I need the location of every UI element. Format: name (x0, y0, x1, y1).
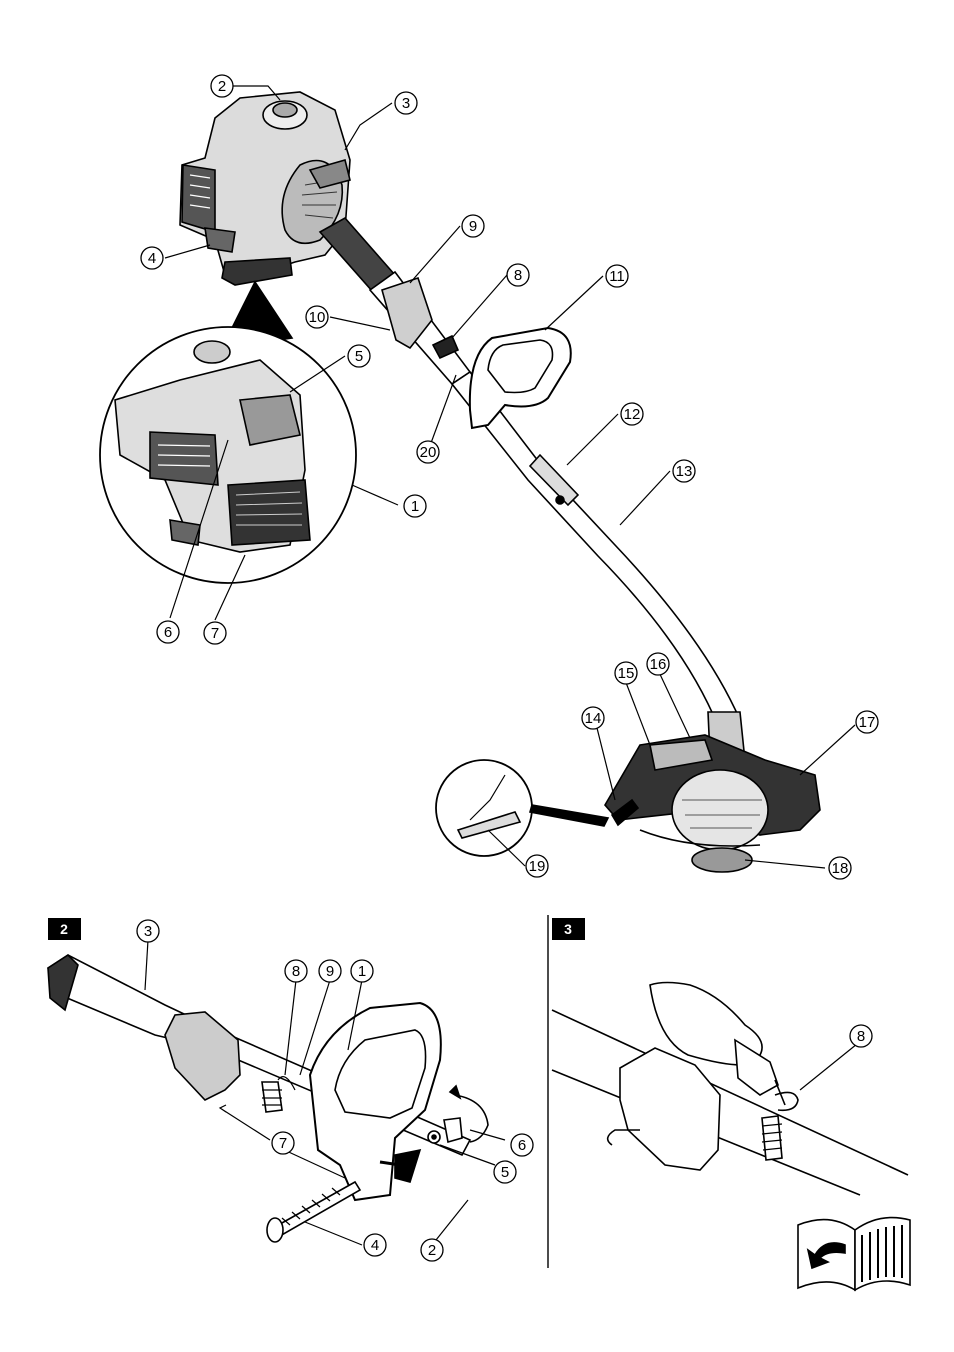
panel-3-label: 3 (564, 921, 572, 937)
trimmer-head (605, 712, 820, 872)
figure2-callout-6: 6 (511, 1134, 533, 1156)
figure-1-trimmer-overview (100, 86, 855, 872)
callout-number: 18 (832, 860, 849, 877)
callout-number: 16 (650, 656, 667, 673)
callout-number: 6 (164, 624, 172, 641)
figure1-callout-18: 18 (829, 857, 851, 879)
figure2-callout-3: 3 (137, 920, 159, 942)
figure2-callout-1: 1 (351, 960, 373, 982)
callout-number: 11 (609, 268, 625, 285)
callout-number: 15 (618, 665, 635, 682)
callout-number: 20 (420, 444, 437, 461)
callout-number: 13 (676, 463, 693, 480)
upper-shaft (320, 218, 470, 384)
figure1-callout-17: 17 (856, 711, 878, 733)
figure1-callout-4: 4 (141, 247, 163, 269)
figure2-callout-4: 4 (364, 1234, 386, 1256)
callout-number: 1 (358, 963, 366, 980)
figure2-callout-9: 9 (319, 960, 341, 982)
engine-housing (180, 92, 350, 285)
callout-number: 19 (529, 858, 546, 875)
callout-number: 4 (371, 1237, 379, 1254)
callout-number: 8 (292, 963, 300, 980)
callout-number: 4 (148, 250, 156, 267)
figure2-callout-7: 7 (272, 1132, 294, 1154)
d-handle (470, 328, 571, 428)
callout-number: 9 (469, 218, 477, 235)
figure2-callout-8: 8 (285, 960, 307, 982)
callout-number: 8 (857, 1028, 865, 1045)
figure1-callout-10: 10 (306, 306, 328, 328)
read-manual-icon (798, 1218, 910, 1290)
callout-number: 1 (411, 498, 419, 515)
figure2-callout-5: 5 (494, 1161, 516, 1183)
figure1-callout-7: 7 (204, 622, 226, 644)
figure1-callout-16: 16 (647, 653, 669, 675)
figure1-callout-3: 3 (395, 92, 417, 114)
callout-number: 2 (428, 1242, 436, 1259)
figure1-callout-5: 5 (348, 345, 370, 367)
figure1-callout-12: 12 (621, 403, 643, 425)
figure1-callout-13: 13 (673, 460, 695, 482)
callout-number: 14 (585, 710, 602, 727)
callout-number: 9 (326, 963, 334, 980)
lower-shaft (452, 372, 740, 726)
callout-number: 8 (514, 267, 522, 284)
callout-number: 5 (501, 1164, 509, 1181)
figure1-callout-9: 9 (462, 215, 484, 237)
figure-3-cable-tie: 3 (552, 918, 910, 1290)
figure1-callout-20: 20 (417, 441, 439, 463)
callout-number: 7 (211, 625, 219, 642)
panel-2-label: 2 (60, 921, 68, 937)
figure3-callout-8: 8 (850, 1025, 872, 1047)
figure1-callout-6: 6 (157, 621, 179, 643)
callout-number: 17 (859, 714, 876, 731)
callout-number: 3 (144, 923, 152, 940)
figure1-callout-2: 2 (211, 75, 233, 97)
figure-2-handle-assembly: 2 (48, 918, 505, 1245)
callout-number: 3 (402, 95, 410, 112)
blade-detail-circle (436, 760, 608, 856)
callout-number: 6 (518, 1137, 526, 1154)
callout-number: 5 (355, 348, 363, 365)
figure1-callout-15: 15 (615, 662, 637, 684)
callout-number: 10 (309, 309, 326, 326)
callout-number: 12 (624, 406, 641, 423)
figure1-callout-19: 19 (526, 855, 548, 877)
figure1-callout-8: 8 (507, 264, 529, 286)
callout-number: 7 (279, 1135, 287, 1152)
figure1-callout-1: 1 (404, 495, 426, 517)
figure2-callout-2: 2 (421, 1239, 443, 1261)
figure1-callout-14: 14 (582, 707, 604, 729)
callout-number: 2 (218, 78, 226, 95)
figure1-callout-11: 11 (606, 265, 628, 287)
leader-line-fig3 (800, 1044, 857, 1090)
